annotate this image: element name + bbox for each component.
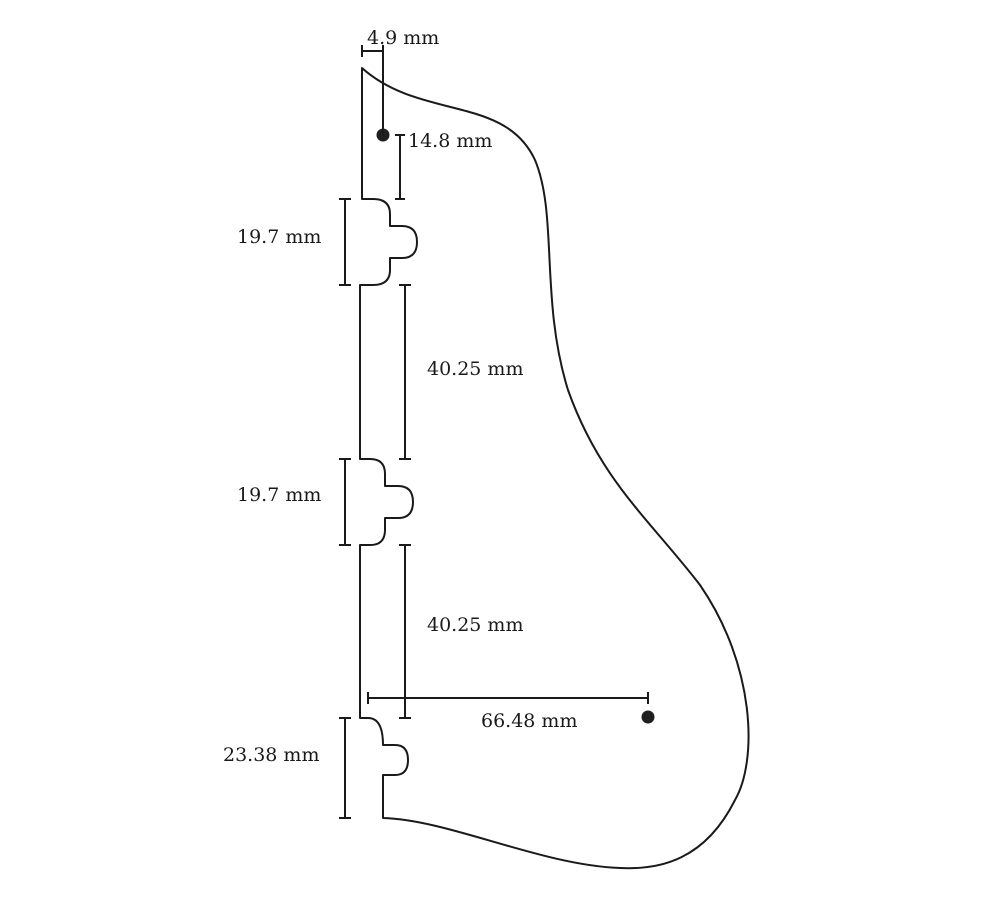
- label-tab-1-height: 19.7 mm: [237, 226, 321, 248]
- pickguard-outline: [359, 67, 750, 870]
- dim-top-hole-to-tab: [395, 134, 405, 200]
- bottom-mounting-hole: [641, 710, 655, 724]
- dim-gap-1: [399, 284, 411, 460]
- label-top-hole-offset: 4.9 mm: [367, 27, 439, 49]
- dim-tab-2-height: [339, 458, 351, 546]
- label-top-hole-to-tab: 14.8 mm: [408, 130, 492, 152]
- dim-tab-3-height: [339, 717, 351, 819]
- label-tab-2-height: 19.7 mm: [237, 484, 321, 506]
- label-gap-2: 40.25 mm: [427, 614, 523, 636]
- dim-tab-1-height: [339, 198, 351, 286]
- label-gap-1: 40.25 mm: [427, 358, 523, 380]
- dim-gap-2: [399, 544, 411, 719]
- label-tab-3-height: 23.38 mm: [223, 744, 319, 766]
- dim-top-hole-offset: [361, 45, 384, 135]
- label-bottom-hole-offset: 66.48 mm: [481, 710, 577, 732]
- dim-bottom-hole-offset: [367, 692, 649, 704]
